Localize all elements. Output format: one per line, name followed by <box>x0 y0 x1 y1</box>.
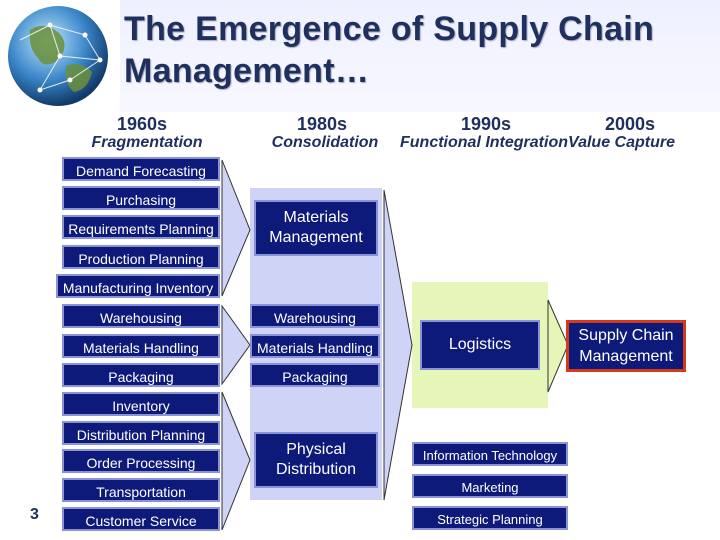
era-1980-year: 1980s <box>296 114 348 134</box>
era-2000-label: Value Capture <box>568 134 675 151</box>
box-supply-chain-management: Supply Chain Management <box>566 320 686 372</box>
box-physical-distribution: Physical Distribution <box>254 432 378 488</box>
page-number: 3 <box>30 506 39 523</box>
box-warehousing-1980: Warehousing <box>250 304 380 328</box>
era-1960-label: Fragmentation <box>91 134 203 151</box>
box-packaging-1980: Packaging <box>250 363 380 387</box>
box-distribution-planning: Distribution Planning <box>62 421 220 445</box>
era-1960-year: 1960s <box>116 114 168 134</box>
era-1990-label: Functional Integration <box>400 134 568 151</box>
arrow-logistics <box>383 189 413 501</box>
globe-icon <box>8 6 108 106</box>
header-band <box>120 0 720 112</box>
box-inventory: Inventory <box>62 392 220 416</box>
box-logistics: Logistics <box>420 320 540 370</box>
box-transportation: Transportation <box>62 478 220 502</box>
box-customer-service: Customer Service <box>62 507 220 531</box>
box-materials-handling-1980: Materials Handling <box>250 334 380 358</box>
box-materials-management: Materials Management <box>254 200 378 256</box>
box-demand-forecasting: Demand Forecasting <box>62 157 220 181</box>
box-requirements-planning: Requirements Planning <box>62 215 220 239</box>
era-1990-year: 1990s <box>460 114 512 134</box>
era-1980-label: Consolidation <box>271 134 379 151</box>
box-materials-handling-1960: Materials Handling <box>62 334 220 358</box>
page-title: The Emergence of Supply Chain Management… <box>124 10 655 90</box>
arrow-direct <box>221 304 251 386</box>
box-packaging-1960: Packaging <box>62 363 220 387</box>
box-manufacturing-inventory: Manufacturing Inventory <box>56 274 220 298</box>
box-purchasing: Purchasing <box>62 186 220 210</box>
arrow-physical <box>221 391 251 531</box>
box-marketing: Marketing <box>412 474 568 498</box>
arrow-materials <box>221 159 251 297</box>
arrow-scm <box>547 299 569 393</box>
box-order-processing: Order Processing <box>62 449 220 473</box>
box-warehousing-1960: Warehousing <box>62 304 220 328</box>
box-production-planning: Production Planning <box>62 245 220 269</box>
era-2000-year: 2000s <box>604 114 656 134</box>
box-strategic-planning: Strategic Planning <box>412 506 568 530</box>
box-information-technology: Information Technology <box>412 442 568 466</box>
left-margin <box>0 110 56 540</box>
